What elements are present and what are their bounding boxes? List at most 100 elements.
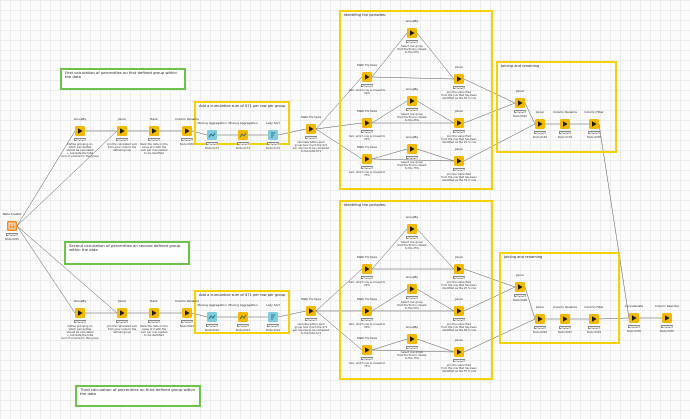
node-title[interactable]: Joiner: [117, 299, 127, 303]
node-comment[interactable]: Node 0030: [626, 330, 642, 333]
groupby-icon[interactable]: [407, 284, 417, 294]
node-title[interactable]: Math Formula: [357, 63, 377, 67]
connection-a10-a13[interactable]: [371, 100, 408, 124]
math-formula-icon[interactable]: [362, 306, 372, 316]
node-comment[interactable]: Node 0174: [235, 147, 251, 150]
rank-icon[interactable]: [149, 126, 159, 136]
joiner-icon[interactable]: [454, 347, 464, 357]
node-title[interactable]: Math Formula: [357, 109, 377, 113]
annotation-join-1[interactable]: Joining and renaming: [496, 61, 617, 153]
node-title[interactable]: Rank: [150, 117, 158, 121]
connection-b11-b17[interactable]: [371, 349, 455, 353]
node-title[interactable]: GroupBy: [405, 215, 419, 219]
node-comment[interactable]: Node 0035: [659, 330, 675, 333]
node-title[interactable]: GroupBy: [405, 19, 419, 23]
node-comment[interactable]: Node 0026: [532, 331, 548, 334]
annotation-cumsum-2[interactable]: Add a cumulative sum of $71 per row per …: [194, 290, 290, 334]
connection-a9-a12[interactable]: [371, 32, 408, 78]
node-title[interactable]: Math Formula: [301, 297, 321, 301]
node-comment[interactable]: Node 0179: [557, 136, 573, 139]
connection-a16-a18[interactable]: [463, 102, 516, 124]
groupby-icon[interactable]: [407, 224, 417, 234]
node-comment[interactable]: Select row group that the first is close…: [397, 301, 427, 310]
node-comment[interactable]: Calc. which row is closest to 25%: [348, 135, 386, 141]
joiner-icon[interactable]: [535, 314, 545, 324]
groupby-icon[interactable]: [75, 126, 85, 136]
joiner-icon[interactable]: [454, 156, 464, 166]
connection-n0-a2[interactable]: [16, 130, 118, 227]
node-comment[interactable]: Node 0022: [512, 115, 528, 118]
connection-a17-a19[interactable]: [463, 123, 536, 162]
node-comment[interactable]: Join the value filed from the row that h…: [441, 135, 477, 144]
node-comment[interactable]: Join the value filed from the row that h…: [441, 91, 477, 100]
node-title[interactable]: Rank: [150, 299, 158, 303]
column-filter-icon[interactable]: [589, 314, 599, 324]
connection-a11-a17[interactable]: [371, 158, 455, 162]
connection-b11-b14[interactable]: [371, 338, 408, 351]
math-formula-icon[interactable]: [362, 264, 372, 274]
node-title[interactable]: Math Formula: [301, 115, 321, 119]
sort-icon[interactable]: [268, 130, 278, 140]
node-title[interactable]: Joiner: [454, 147, 464, 151]
connection-b21-c1[interactable]: [598, 317, 630, 320]
node-comment[interactable]: Join the value filed from the row that h…: [441, 281, 477, 290]
joiner-icon[interactable]: [535, 119, 545, 129]
node-title[interactable]: Column Rename: [175, 117, 199, 121]
node-title[interactable]: Moving Aggregation: [197, 121, 227, 125]
node-title[interactable]: Math Formula: [357, 297, 377, 301]
annotation-identify-2[interactable]: Identifing the periodes:: [339, 200, 493, 380]
node-comment[interactable]: Node 0029: [586, 331, 602, 334]
rename-icon[interactable]: [182, 308, 192, 318]
annotation-identify-1[interactable]: Identifing the periodes:: [339, 10, 493, 190]
node-title[interactable]: Moving Aggregation: [228, 121, 258, 125]
groupby-icon[interactable]: [407, 334, 417, 344]
node-comment[interactable]: Select row group that the first is close…: [397, 113, 427, 122]
joiner-icon[interactable]: [117, 308, 127, 318]
rank-icon[interactable]: [149, 308, 159, 318]
node-comment[interactable]: Calc. which row is closest to 50%: [348, 89, 386, 95]
node-title[interactable]: Joiner: [117, 117, 127, 121]
concatenate-icon[interactable]: [629, 313, 639, 323]
node-title[interactable]: GroupBy: [405, 135, 419, 139]
math-formula-icon[interactable]: [362, 154, 372, 164]
node-comment[interactable]: Rank the data on the value of 2 with the…: [140, 143, 168, 155]
connection-b9-b12[interactable]: [371, 228, 408, 270]
moving-agg-icon[interactable]: [238, 312, 248, 322]
moving-agg-icon[interactable]: [207, 312, 217, 322]
node-comment[interactable]: Node 0215: [204, 329, 220, 332]
node-comment[interactable]: Node 0027: [557, 331, 573, 334]
groupby-icon[interactable]: [75, 308, 85, 318]
node-title[interactable]: Column Resorter: [654, 304, 680, 308]
node-title[interactable]: GroupBy: [405, 275, 419, 279]
resorter-icon[interactable]: [662, 313, 672, 323]
connection-a21-c1[interactable]: [598, 123, 630, 319]
node-title[interactable]: Column Rename: [175, 299, 199, 303]
node-comment[interactable]: Node 0149: [532, 136, 548, 139]
joiner-icon[interactable]: [454, 74, 464, 84]
node-comment[interactable]: Node 0023: [179, 325, 195, 328]
node-title[interactable]: Lazy Sort: [266, 121, 280, 125]
rename-icon[interactable]: [560, 314, 570, 324]
joiner-icon[interactable]: [454, 264, 464, 274]
node-title[interactable]: Column Rename: [553, 110, 577, 114]
math-formula-icon[interactable]: [362, 72, 372, 82]
node-title[interactable]: Joiner: [454, 65, 464, 69]
connection-b12-b15[interactable]: [416, 228, 455, 270]
node-comment[interactable]: Calc. which row is closest to 75%: [348, 171, 386, 177]
connection-a14-a17[interactable]: [416, 148, 455, 162]
connection-a7-a8[interactable]: [277, 128, 307, 136]
groupby-icon[interactable]: [407, 28, 417, 38]
connection-a15-a18[interactable]: [463, 78, 516, 104]
node-title[interactable]: Joiner: [515, 273, 525, 277]
joiner-icon[interactable]: [117, 126, 127, 136]
connection-a9-a15[interactable]: [371, 76, 455, 80]
connection-a12-a15[interactable]: [416, 32, 455, 80]
node-title[interactable]: Joiner: [454, 297, 464, 301]
annotation-third-group[interactable]: Third calculation of percentiles on thir…: [75, 385, 201, 407]
moving-agg-icon[interactable]: [207, 130, 217, 140]
node-comment[interactable]: Select row group that the first is close…: [397, 161, 427, 170]
node-title[interactable]: GroupBy: [405, 325, 419, 329]
joiner-icon[interactable]: [454, 118, 464, 128]
node-comment[interactable]: Calc. which row is closest to 75%: [348, 362, 386, 368]
